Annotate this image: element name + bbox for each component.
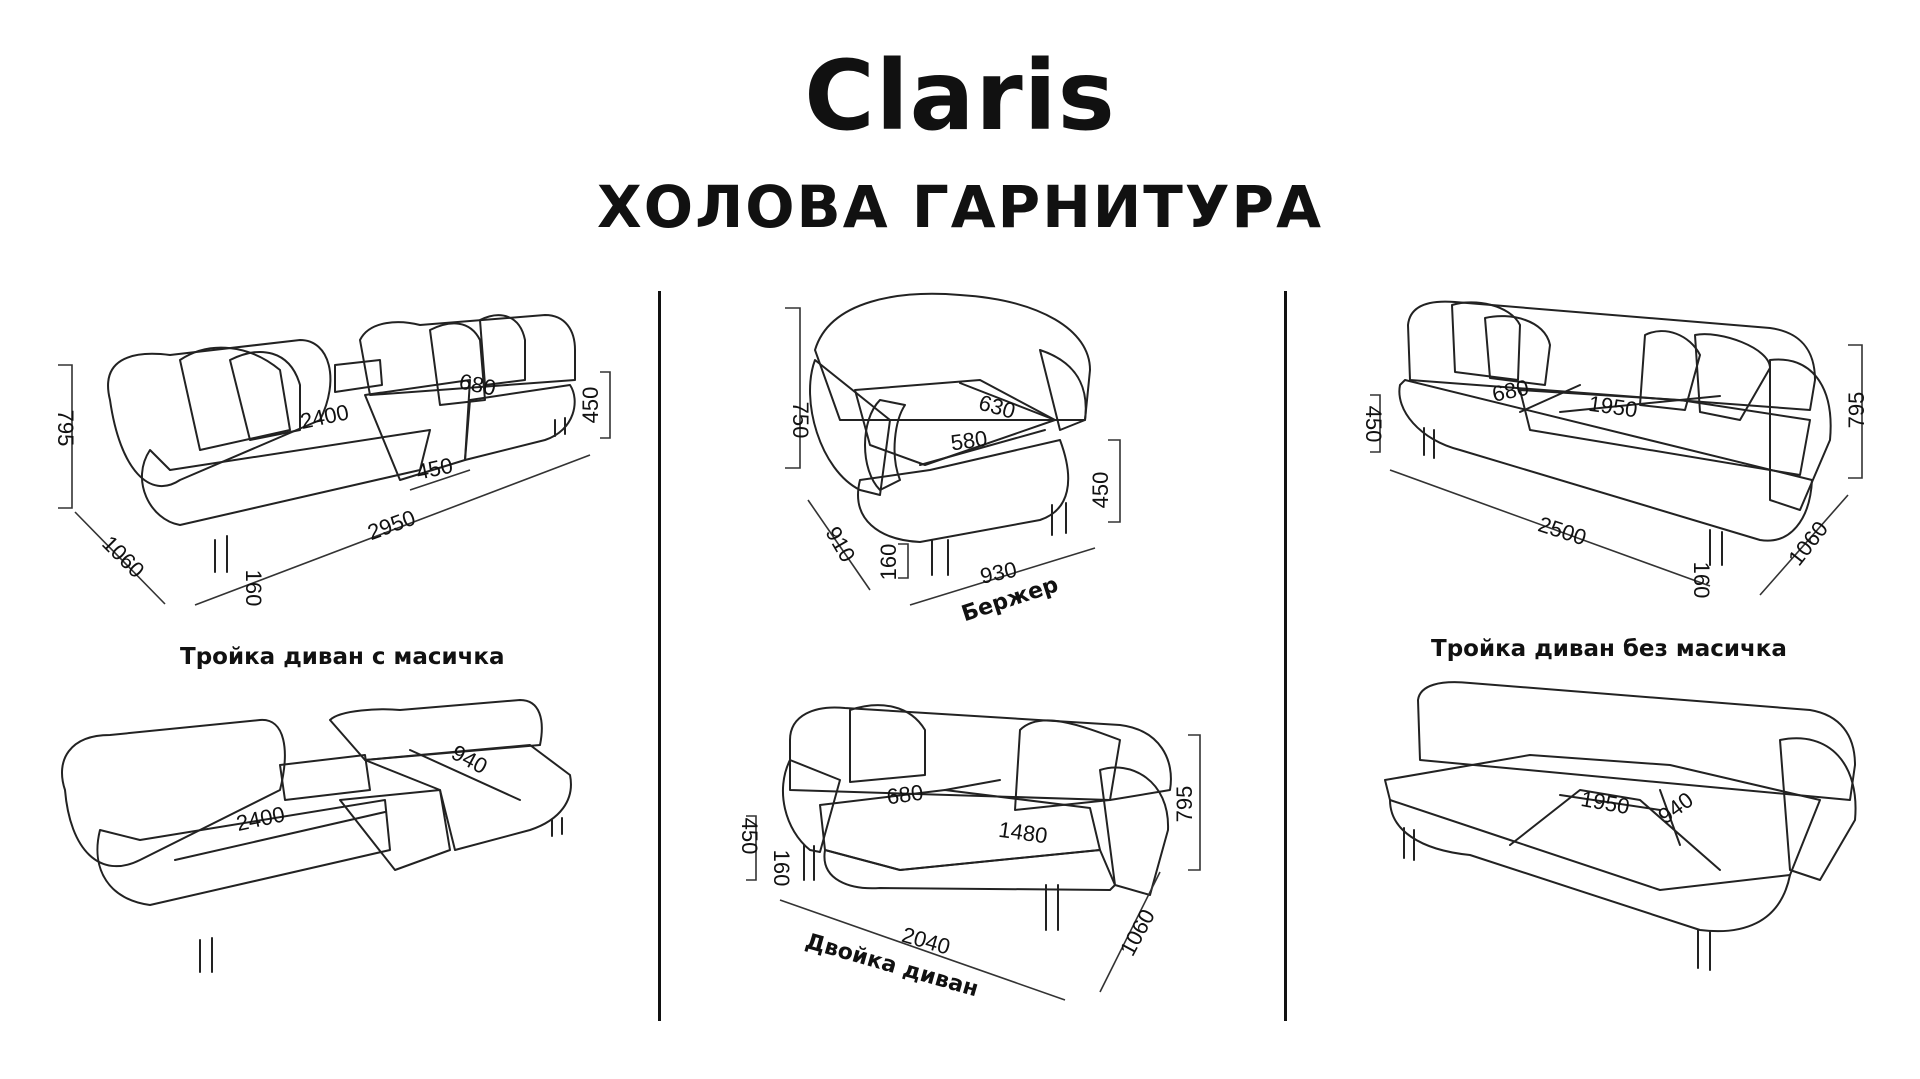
page-subtitle: ХОЛОВА ГАРНИТУРА xyxy=(597,173,1323,241)
dim-sofa-with-table-table-width: 450 xyxy=(414,453,455,485)
caption-two-seater: Двойка диван xyxy=(802,929,981,1002)
dim-two-seater-seat-depth: 680 xyxy=(885,780,925,810)
brand-title: Claris xyxy=(804,40,1116,152)
dim-sofa-with-table-height: 795 xyxy=(53,410,78,447)
dim-sofa-without-table-depth: 1060 xyxy=(1783,516,1833,570)
dim-sofa-with-table-total-length: 2950 xyxy=(364,505,419,545)
dim-sofa-without-table-seat-length: 1950 xyxy=(1587,391,1639,423)
dim-armchair-height: 750 xyxy=(788,402,813,439)
dim-two-seater-leg: 160 xyxy=(769,850,794,887)
dim-two-seater-total-length: 2040 xyxy=(899,922,953,960)
dim-sofa-without-table-total-length: 2500 xyxy=(1535,511,1589,550)
dim-armchair-seat-width: 580 xyxy=(949,426,989,456)
column-divider-right xyxy=(1284,291,1287,1021)
dim-armchair-seat-height: 450 xyxy=(1088,472,1113,509)
dim-armchair-seat-depth: 630 xyxy=(976,390,1018,424)
armchair-dimension-drawing: 750 630 580 910 160 930 450 Бержер xyxy=(785,292,1121,627)
dim-two-seater-seat-length: 1480 xyxy=(997,817,1049,849)
dim-armchair-width: 930 xyxy=(978,557,1019,589)
dim-armchair-depth: 910 xyxy=(820,522,860,566)
dim-bed-without-table-length: 1950 xyxy=(1579,786,1632,819)
two-seater-dimension-drawing: 680 1480 795 450 160 2040 1060 Двойка ди… xyxy=(737,704,1201,1002)
dim-sofa-without-table-seat-height: 450 xyxy=(1361,406,1386,443)
dim-sofa-with-table-depth: 1060 xyxy=(97,531,149,583)
dim-bed-with-table-width: 940 xyxy=(447,740,491,779)
dim-sofa-with-table-seat-length: 2400 xyxy=(298,399,351,434)
dim-two-seater-depth: 1060 xyxy=(1115,905,1160,960)
dim-sofa-with-table-leg: 160 xyxy=(241,570,266,607)
dim-sofa-without-table-leg: 160 xyxy=(1689,562,1714,599)
column-divider-left xyxy=(658,291,661,1021)
sofa-with-table-dimension-drawing: 795 1060 2400 450 680 450 2950 160 xyxy=(53,314,611,607)
dim-sofa-with-table-seat-depth: 680 xyxy=(457,369,498,401)
dim-two-seater-seat-height: 450 xyxy=(737,818,762,855)
dim-sofa-with-table-seat-height: 450 xyxy=(578,387,603,424)
sofa-without-table-bed-drawing: 1950 940 xyxy=(1384,681,1857,971)
dim-bed-without-table-width: 940 xyxy=(1653,787,1697,829)
dim-armchair-leg: 160 xyxy=(876,544,901,581)
dim-sofa-without-table-height: 795 xyxy=(1844,392,1869,429)
sofa-without-table-dimension-drawing: 450 680 1950 795 2500 1060 160 xyxy=(1361,300,1869,599)
sofa-with-table-bed-drawing: 2400 940 xyxy=(61,699,572,973)
caption-sofa-with-table: Тройка диван с масичка xyxy=(180,644,505,670)
dim-bed-with-table-length: 2400 xyxy=(234,801,287,836)
dim-two-seater-height: 795 xyxy=(1172,786,1197,823)
caption-sofa-without-table: Тройка диван без масичка xyxy=(1431,636,1787,662)
